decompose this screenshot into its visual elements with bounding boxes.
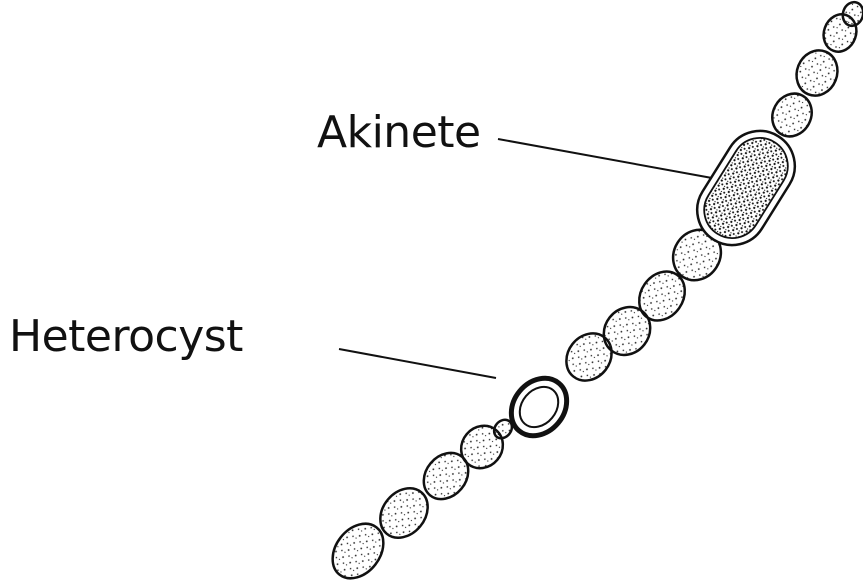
- akinete-label: Akinete: [317, 111, 481, 155]
- heterocyst-leader-line: [339, 349, 496, 378]
- akinete-leader-line: [498, 139, 712, 178]
- heterocyst-cell: [500, 367, 578, 447]
- heterocyst-label: Heterocyst: [9, 315, 243, 359]
- leader-lines: [339, 139, 712, 378]
- filament-cells: [322, 0, 863, 586]
